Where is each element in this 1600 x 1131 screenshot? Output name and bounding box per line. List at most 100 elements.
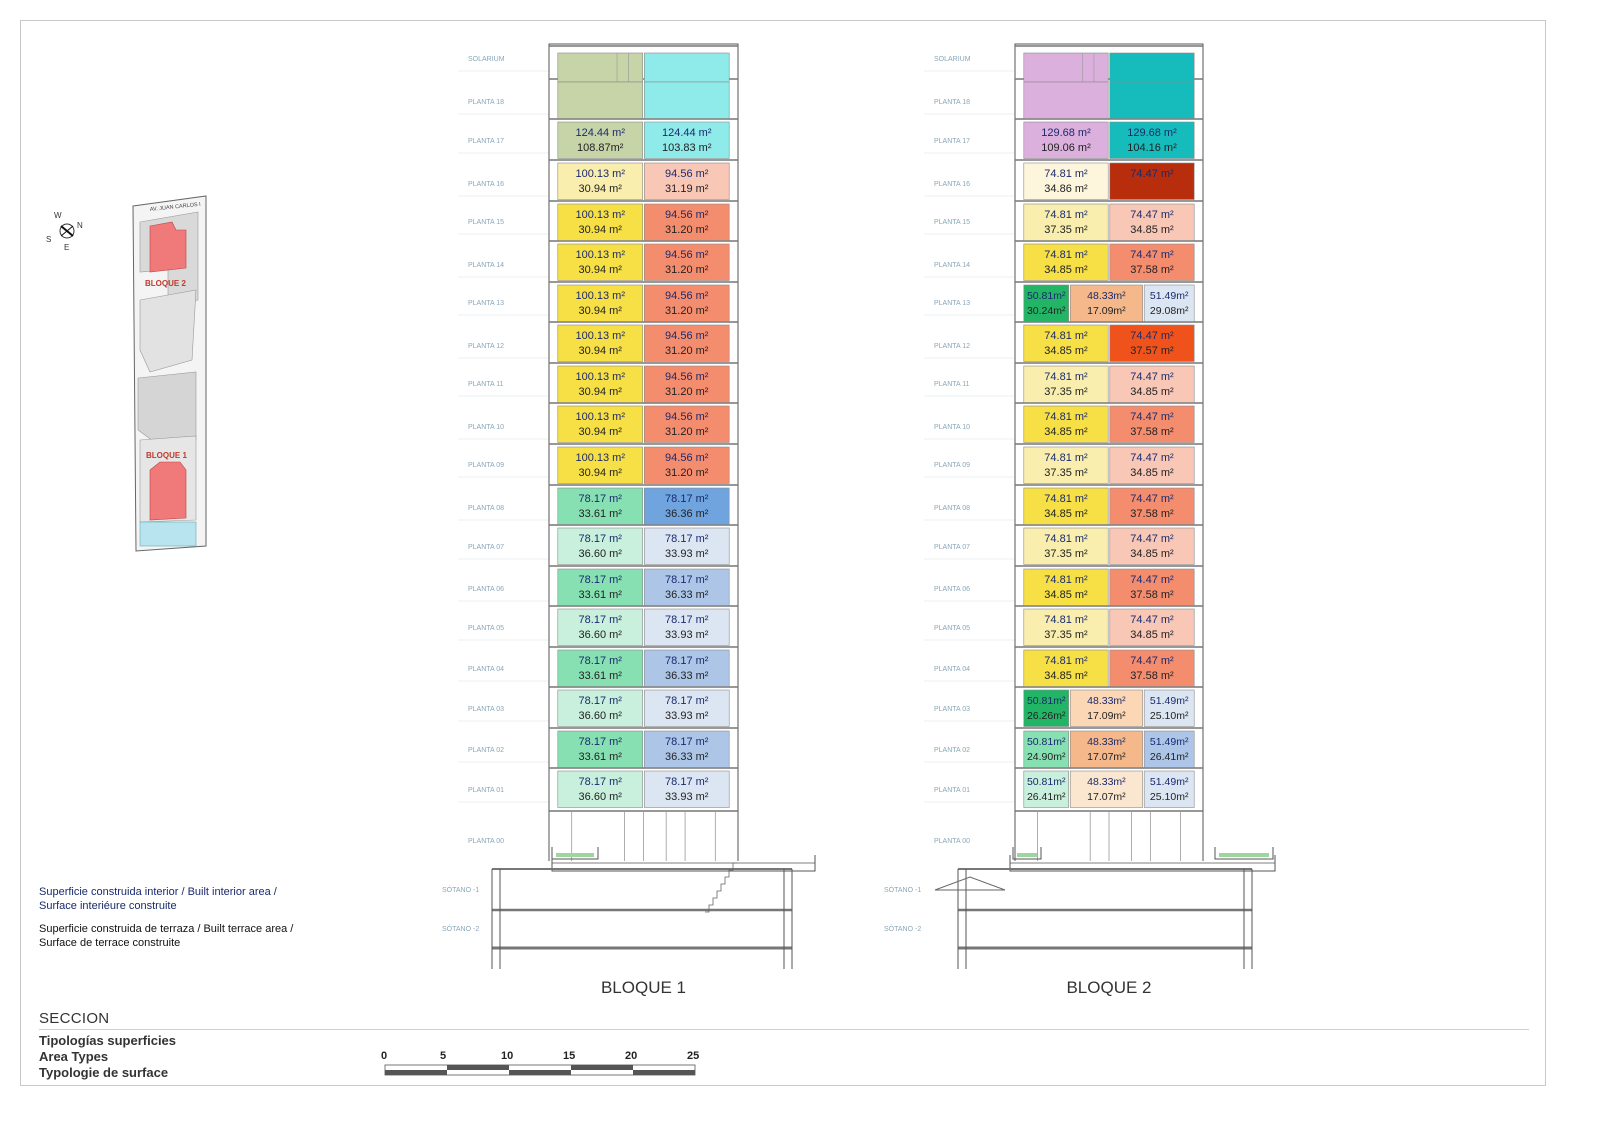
floor-label: SOLARIUM (934, 56, 971, 63)
floor-label: PLANTA 01 (934, 787, 970, 794)
compass-icon: N S E W (46, 211, 83, 252)
legend-terrace-line1: Superficie construida de terraza / Built… (39, 923, 294, 935)
scale-segment (447, 1065, 509, 1070)
unit-cell (1109, 121, 1195, 159)
unit-cell (643, 162, 730, 200)
unit-cell (1023, 568, 1109, 606)
unit-cell (1109, 405, 1195, 443)
unit-interior-area: 78.17 m² (665, 533, 709, 545)
unit-cell (1023, 527, 1109, 565)
unit-cell (557, 365, 643, 403)
floor-label: PLANTA 08 (934, 505, 970, 512)
floor-label: PLANTA 13 (468, 300, 504, 307)
unit-interior-area: 124.44 m² (662, 127, 712, 139)
unit-cell (1023, 203, 1109, 241)
unit-cell (1069, 730, 1143, 768)
unit-interior-area: 74.47 m² (1130, 168, 1174, 180)
unit-cell (643, 730, 730, 768)
legend-terrace-line2: Surface de terrace construite (39, 937, 181, 949)
unit-cell (643, 649, 730, 687)
unit-terrace-area: 34.85 m² (1130, 548, 1174, 560)
unit-terrace-area: 31.20 m² (665, 426, 709, 438)
unit-cell (643, 770, 730, 808)
floor-label: PLANTA 02 (468, 747, 504, 754)
unit-cell (643, 324, 730, 362)
unit-interior-area: 94.56 m² (665, 411, 709, 423)
unit-terrace-area: 33.61 m² (579, 751, 623, 763)
scale-label: 15 (563, 1050, 576, 1062)
unit-terrace-area: 25.10m² (1150, 791, 1189, 803)
unit-interior-area: 74.81 m² (1044, 452, 1088, 464)
unit-interior-area: 100.13 m² (575, 290, 625, 302)
unit-terrace-area: 37.58 m² (1130, 508, 1174, 520)
unit-terrace-area: 25.10m² (1150, 710, 1189, 722)
unit-interior-area: 124.44 m² (575, 127, 625, 139)
unit-terrace-area: 37.58 m² (1130, 426, 1174, 438)
canopy (934, 876, 1006, 891)
unit-cell (643, 487, 730, 525)
pool (139, 521, 197, 547)
unit-cell (1023, 730, 1069, 768)
unit-cell (1023, 162, 1109, 200)
floor-label: SÓTANO -1 (442, 885, 479, 894)
street-label: AV. JUAN CARLOS I (150, 202, 202, 213)
floor-label: PLANTA 12 (468, 343, 504, 350)
scale-segment (571, 1065, 633, 1070)
unit-cell (643, 568, 730, 606)
unit-cell (1109, 608, 1195, 646)
unit-terrace-area: 31.19 m² (665, 183, 709, 195)
unit-terrace-area: 30.94 m² (579, 467, 623, 479)
floor-label: PLANTA 06 (934, 586, 970, 593)
unit-interior-area: 100.13 m² (575, 371, 625, 383)
floor-label: PLANTA 04 (934, 666, 970, 673)
unit-interior-area: 74.81 m² (1044, 371, 1088, 383)
unit-cell (557, 689, 643, 727)
unit-cell (1023, 770, 1069, 808)
unit-interior-area: 74.47 m² (1130, 574, 1174, 586)
unit-interior-area: 100.13 m² (575, 249, 625, 261)
unit-terrace-area: 33.93 m² (665, 791, 709, 803)
unit-terrace-area: 30.94 m² (579, 224, 623, 236)
unit-terrace-area: 34.85 m² (1044, 426, 1088, 438)
unit-terrace-area: 36.60 m² (579, 548, 623, 560)
area-types-es: Tipologías superficies (39, 1033, 177, 1048)
site-shape (137, 371, 197, 447)
floor-label: PLANTA 08 (468, 505, 504, 512)
unit-terrace-area: 33.61 m² (579, 508, 623, 520)
unit-cell (1109, 243, 1195, 281)
floor-label: SÓTANO -2 (442, 924, 479, 933)
unit-terrace-area: 109.06 m² (1041, 142, 1091, 154)
unit-interior-area: 78.17 m² (579, 776, 623, 788)
unit-cell (643, 52, 730, 83)
unit-interior-area: 78.17 m² (579, 695, 623, 707)
floor-label: PLANTA 11 (934, 381, 970, 388)
unit-cell (557, 405, 643, 443)
unit-terrace-area: 37.35 m² (1044, 386, 1088, 398)
unit-cell (1069, 284, 1143, 322)
unit-interior-area: 48.33m² (1087, 695, 1126, 707)
floor-label: PLANTA 02 (934, 747, 970, 754)
section-title: SECCION (39, 1010, 110, 1027)
unit-interior-area: 74.47 m² (1130, 655, 1174, 667)
unit-cell (643, 446, 730, 484)
unit-interior-area: 74.47 m² (1130, 452, 1174, 464)
unit-terrace-area: 108.87m² (577, 142, 624, 154)
unit-cell (643, 405, 730, 443)
unit-interior-area: 74.47 m² (1130, 614, 1174, 626)
unit-interior-area: 78.17 m² (579, 533, 623, 545)
unit-cell (1069, 689, 1143, 727)
unit-terrace-area: 26.41m² (1150, 751, 1189, 763)
floor-label: PLANTA 10 (934, 424, 970, 431)
svg-text:E: E (64, 243, 69, 252)
floor-label: PLANTA 16 (468, 181, 504, 188)
unit-terrace-area: 34.85 m² (1044, 264, 1088, 276)
scale-segment (385, 1070, 447, 1075)
unit-terrace-area: 24.90m² (1027, 751, 1066, 763)
unit-interior-area: 100.13 m² (575, 411, 625, 423)
unit-interior-area: 78.17 m² (665, 574, 709, 586)
unit-cell (1023, 365, 1109, 403)
unit-terrace-area: 30.94 m² (579, 264, 623, 276)
unit-interior-area: 94.56 m² (665, 452, 709, 464)
